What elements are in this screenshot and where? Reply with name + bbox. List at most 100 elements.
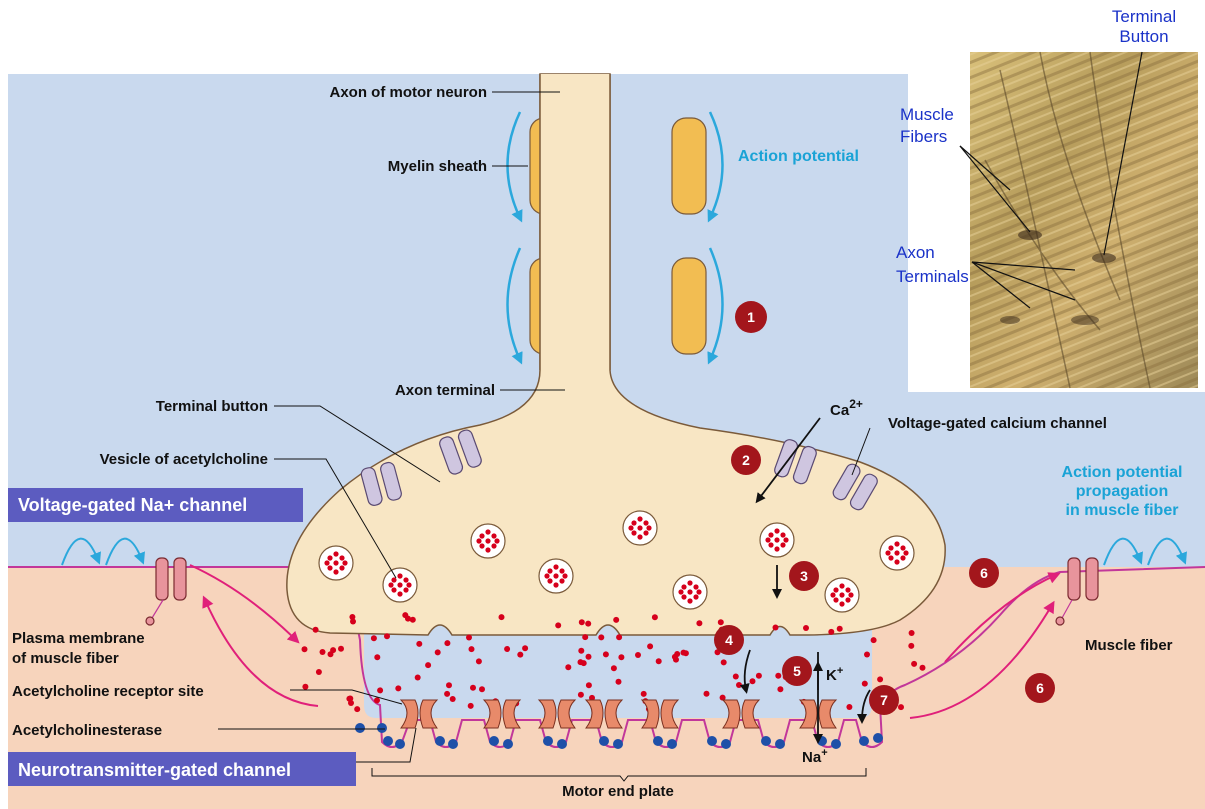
step-3-badge: 3 [789,561,819,591]
ach-molecule [578,692,584,698]
ach-molecule [603,651,609,657]
ach-molecule [718,619,724,625]
ach-molecule [846,704,852,710]
ach-molecule [425,662,431,668]
ach-molecule [777,686,783,692]
esterase-dot [503,739,513,749]
svg-text:5: 5 [793,663,801,679]
photo-label-muscle-2: Fibers [900,127,947,146]
ach-molecule [721,659,727,665]
esterase-dot [707,736,717,746]
esterase-dot [599,736,609,746]
ach-molecule [565,664,571,670]
ach-molecule [374,654,380,660]
ach-molecule [579,619,585,625]
ach-molecule [908,643,914,649]
ach-molecule [469,646,475,652]
esterase-dot [557,739,567,749]
esterase-dot [543,736,553,746]
esterase-dot [435,736,445,746]
ach-molecule [555,622,561,628]
ach-molecule [346,696,352,702]
label-ap-muscle-1: Action potential [1062,464,1183,481]
photo-label-muscle-1: Muscle [900,105,954,124]
label-motor-end-plate: Motor end plate [562,783,674,800]
ach-molecule [444,691,450,697]
ach-molecule [837,626,843,632]
ach-molecule [864,652,870,658]
ach-molecule [618,654,624,660]
label-vesicle: Vesicle of acetylcholine [100,451,268,468]
label-ach-receptor: Acetylcholine receptor site [12,683,204,700]
esterase-dot [395,739,405,749]
ach-molecule [775,673,781,679]
ach-molecule [641,691,647,697]
ach-molecule [681,650,687,656]
ach-molecule [499,614,505,620]
step-5-badge: 5 [782,656,812,686]
ach-molecule [920,665,926,671]
ach-molecule [450,696,456,702]
ach-molecule [415,675,421,681]
ach-molecule [750,678,756,684]
esterase-dot [448,739,458,749]
vesicle [471,524,505,558]
vesicle [623,511,657,545]
ach-molecule [384,633,390,639]
micrograph-inset [960,52,1198,388]
esterase-dot [667,739,677,749]
ach-molecule [402,612,408,618]
ach-molecule [338,646,344,652]
label-myelin-sheath: Myelin sheath [388,158,487,175]
label-achesterase: Acetylcholinesterase [12,722,162,739]
ach-molecule [578,659,584,665]
ach-molecule [613,617,619,623]
ach-molecule [320,649,326,655]
vesicle [880,536,914,570]
step-4-badge: 4 [714,625,744,655]
esterase-dot [383,736,393,746]
ach-molecule [446,682,452,688]
step-6a-badge: 6 [969,558,999,588]
esterase-dot [873,733,883,743]
ach-molecule [773,625,779,631]
ach-molecule [354,706,360,712]
esterase-dot [831,739,841,749]
ach-molecule [504,646,510,652]
svg-text:1: 1 [747,309,755,325]
step-2-badge: 2 [731,445,761,475]
photo-label-terminal-2: Button [1119,27,1168,46]
esterase-dot [489,736,499,746]
ach-molecule [898,704,904,710]
ach-molecule [374,697,380,703]
ach-molecule [377,687,383,693]
label-axon-motor-neuron: Axon of motor neuron [330,84,488,101]
ach-molecule [696,620,702,626]
svg-text:3: 3 [800,568,808,584]
ach-molecule [616,634,622,640]
esterase-dot [613,739,623,749]
esterase-dot [721,739,731,749]
ach-molecule [862,681,868,687]
ach-molecule [466,635,472,641]
label-action-potential: Action potential [738,148,859,165]
step-1-badge: 1 [735,301,767,333]
step-6b-badge: 6 [1025,673,1055,703]
esterase-dot [775,739,785,749]
ach-molecule [736,682,742,688]
vesicle [383,568,417,602]
esterase-dot [859,736,869,746]
label-ap-muscle-3: in muscle fiber [1066,502,1179,519]
ach-molecule [371,635,377,641]
label-plasma-membrane-1: Plasma membrane [12,630,145,647]
ach-molecule [673,657,679,663]
vesicle [539,559,573,593]
svg-text:7: 7 [880,692,888,708]
ach-molecule [578,648,584,654]
ach-molecule [416,641,422,647]
step-7-badge: 7 [869,685,899,715]
ach-molecule [803,625,809,631]
label-axon-terminal: Axon terminal [395,382,495,399]
vesicle [319,546,353,580]
ach-molecule [704,691,710,697]
